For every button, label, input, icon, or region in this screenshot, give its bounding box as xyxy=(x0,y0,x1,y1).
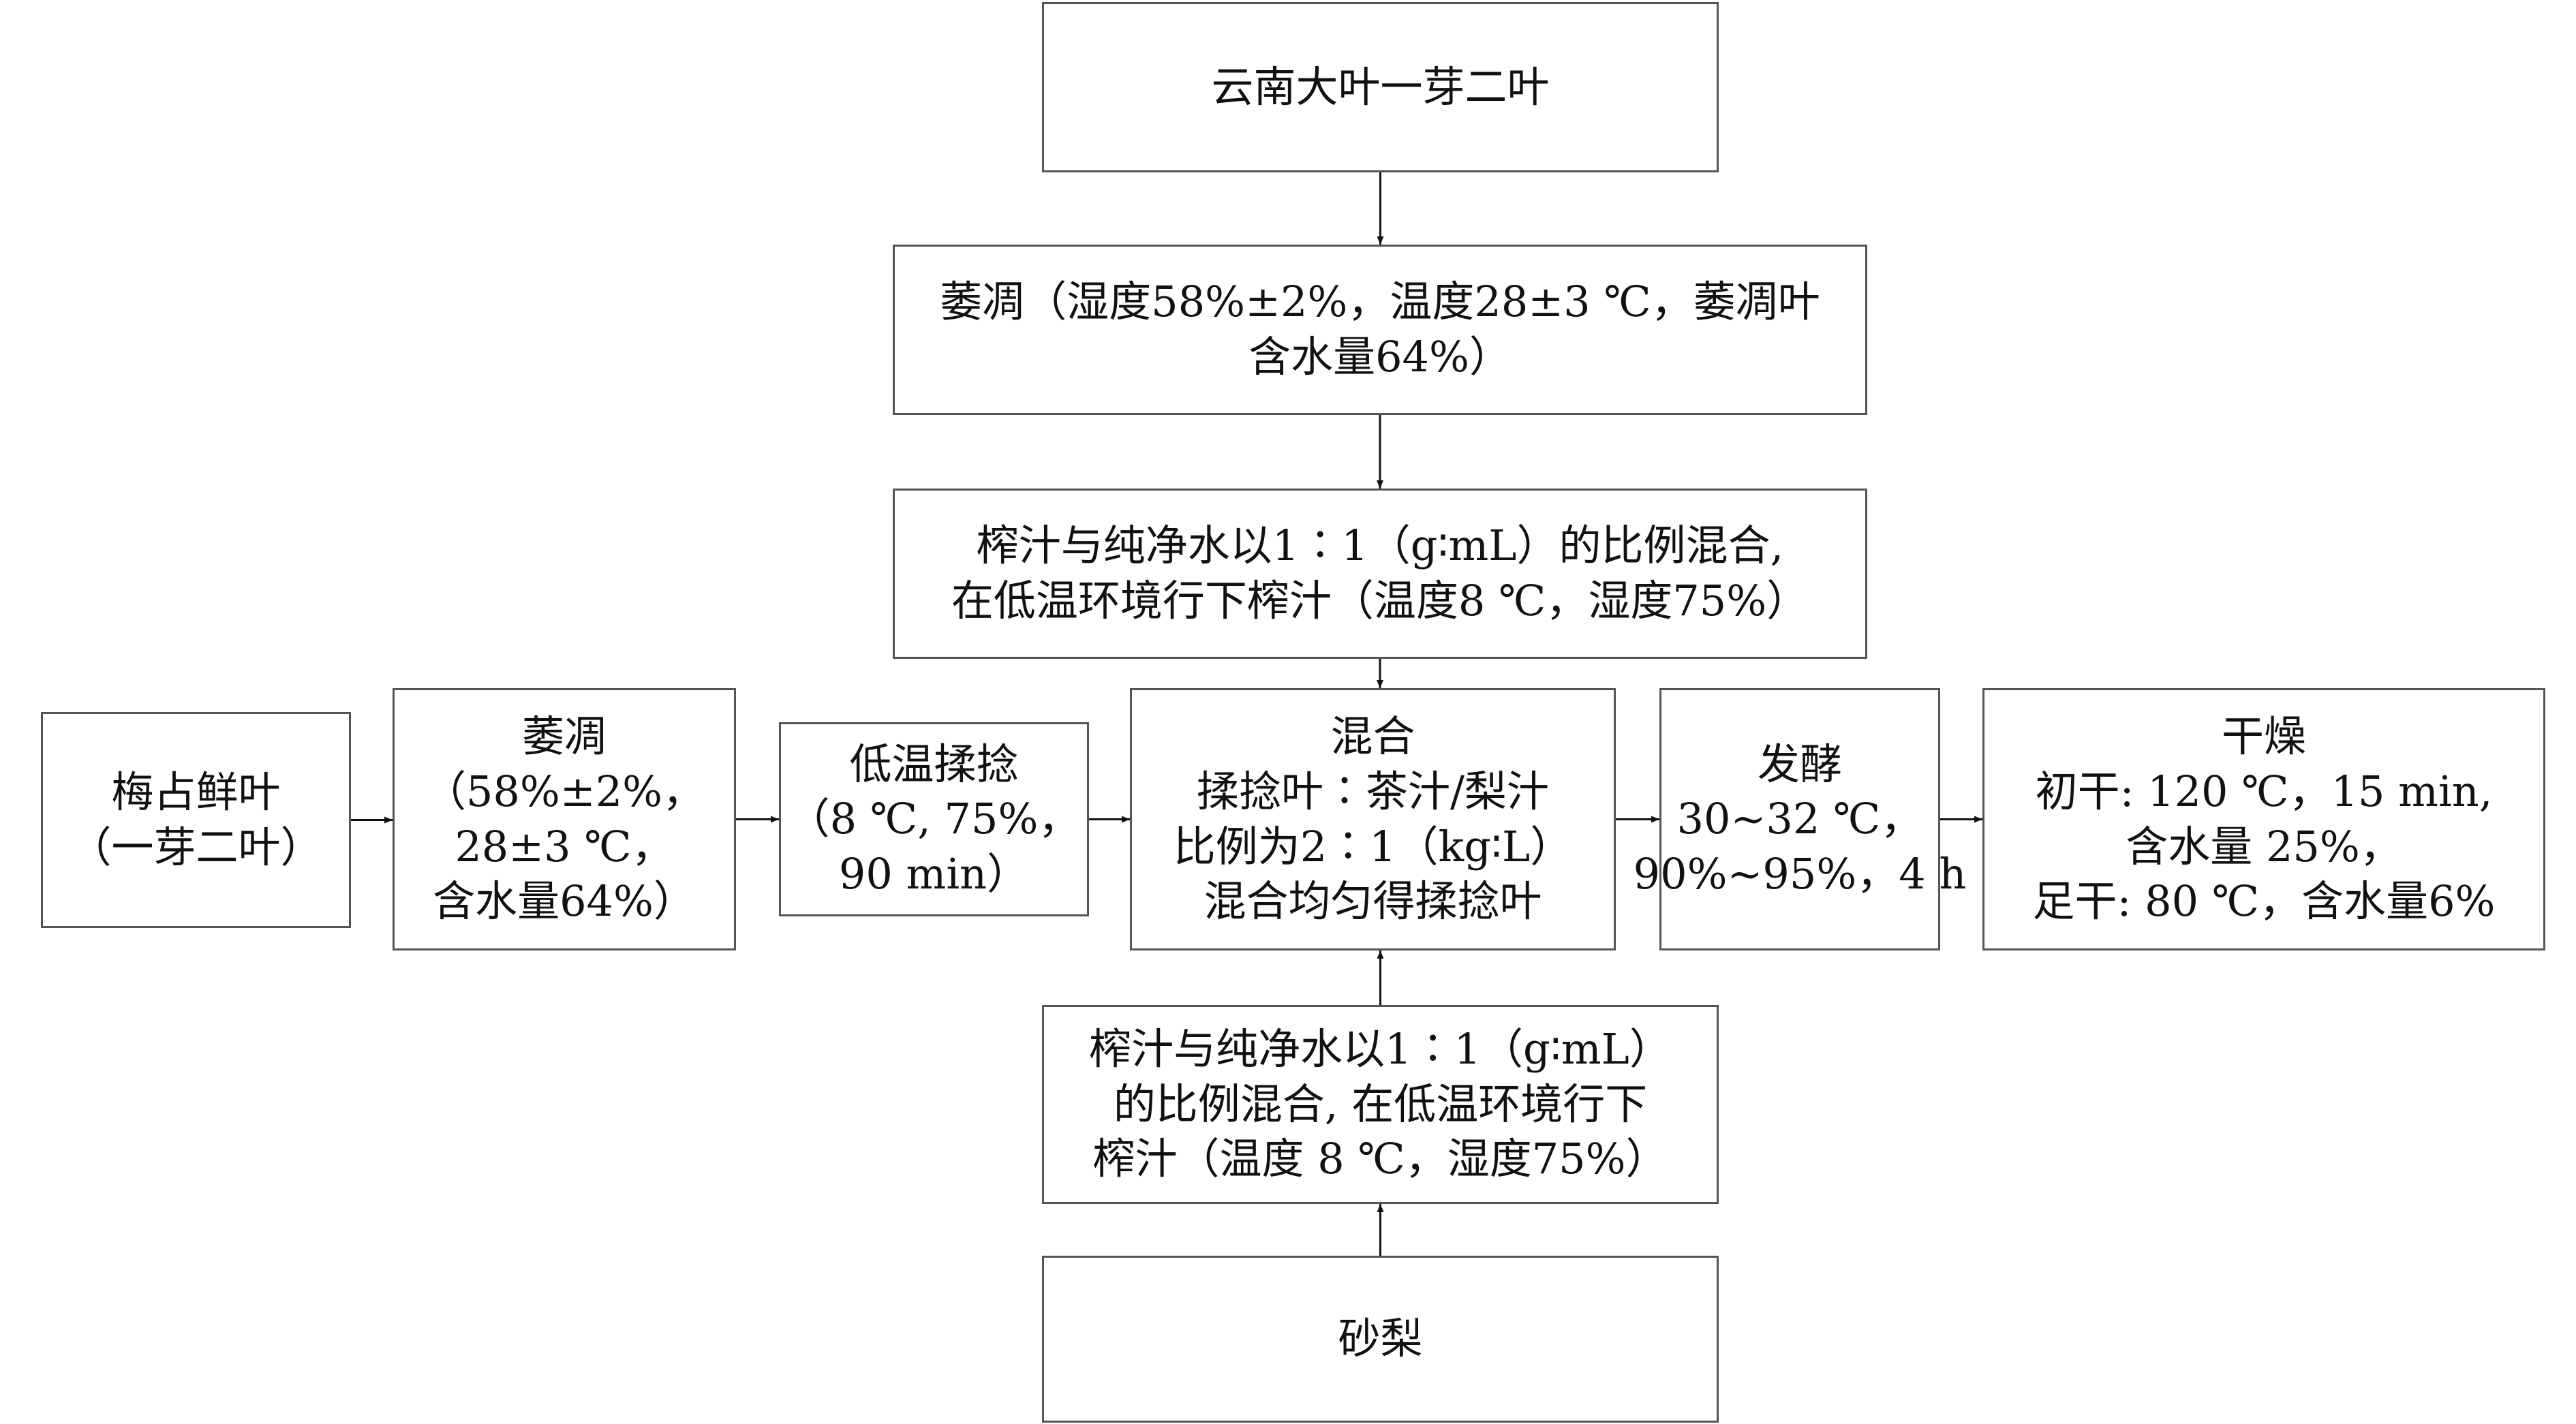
step-box-ferment: 发酵 30~32 ℃， 90%~95%，4 h xyxy=(1634,688,1966,950)
step-box-juice-top: 榨汁与纯净水以1∶1（g∶mL）的比例混合, 在低温环境行下榨汁（温度8 ℃，湿… xyxy=(893,489,1867,659)
step-text: 含水量64%） xyxy=(1248,332,1512,382)
step-text: 榨汁与纯净水以1∶1（g∶mL） xyxy=(1089,1024,1672,1074)
step-text: 在低温环境行下榨汁（温度8 ℃，湿度75%） xyxy=(951,576,1809,625)
step-text: 混合均匀得揉捻叶 xyxy=(1203,876,1542,927)
step-text: 砂梨 xyxy=(1338,1314,1423,1364)
step-box-source-left: 梅占鲜叶 （一芽二叶） xyxy=(41,712,351,928)
step-text: 云南大叶一芽二叶 xyxy=(1211,61,1550,112)
step-box-wither-top: 萎凋（湿度58%±2%，温度28±3 ℃，萎凋叶 含水量64%） xyxy=(893,245,1867,415)
step-box-source-bottom: 砂梨 xyxy=(1042,1256,1719,1423)
step-text: 混合 xyxy=(1330,711,1415,762)
step-text: 揉捻叶∶茶汁/梨汁 xyxy=(1197,766,1549,816)
step-box-wither-left: 萎凋 （58%±2%， 28±3 ℃， 含水量64%） xyxy=(393,688,736,950)
step-text: 30~32 ℃， xyxy=(1676,794,1923,844)
step-text: 萎凋（湿度58%±2%，温度28±3 ℃，萎凋叶 xyxy=(940,277,1820,327)
step-box-mix: 混合 揉捻叶∶茶汁/梨汁 比例为2∶1（kg∶L） 混合均匀得揉捻叶 xyxy=(1130,688,1616,950)
step-text: 梅占鲜叶 xyxy=(111,767,281,817)
step-text: 低温揉捻 xyxy=(849,739,1019,789)
step-text: 28±3 ℃， xyxy=(455,821,674,871)
step-text: （58%±2%， xyxy=(423,766,705,816)
step-text: 的比例混合, 在低温环境行下 xyxy=(1113,1079,1648,1129)
step-box-source-top: 云南大叶一芽二叶 xyxy=(1042,2,1719,172)
step-text: 初干: 120 ℃，15 min, xyxy=(2035,766,2493,816)
step-text: 干燥 xyxy=(2221,711,2306,762)
step-text: 萎凋 xyxy=(521,711,607,762)
step-box-roll: 低温揉捻 （8 ℃, 75%， 90 min） xyxy=(779,722,1089,916)
step-text: 榨汁与纯净水以1∶1（g∶mL）的比例混合, xyxy=(976,521,1784,571)
step-text: 榨汁（温度 8 ℃，湿度75%） xyxy=(1092,1134,1668,1184)
step-text: 含水量 25%， xyxy=(2126,821,2402,871)
step-text: 发酵 xyxy=(1757,739,1842,789)
step-text: 90 min） xyxy=(838,848,1030,899)
step-text: （一芽二叶） xyxy=(69,822,323,872)
step-text: 90%~95%，4 h xyxy=(1633,848,1967,899)
step-text: 足干: 80 ℃，含水量6% xyxy=(2032,876,2496,927)
step-text: 比例为2∶1（kg∶L） xyxy=(1173,821,1573,871)
step-text: （8 ℃, 75%， xyxy=(787,794,1081,844)
step-box-juice-bottom: 榨汁与纯净水以1∶1（g∶mL） 的比例混合, 在低温环境行下 榨汁（温度 8 … xyxy=(1042,1005,1719,1204)
step-text: 含水量64%） xyxy=(433,876,696,927)
step-box-dry: 干燥 初干: 120 ℃，15 min, 含水量 25%， 足干: 80 ℃，含… xyxy=(1982,688,2545,950)
